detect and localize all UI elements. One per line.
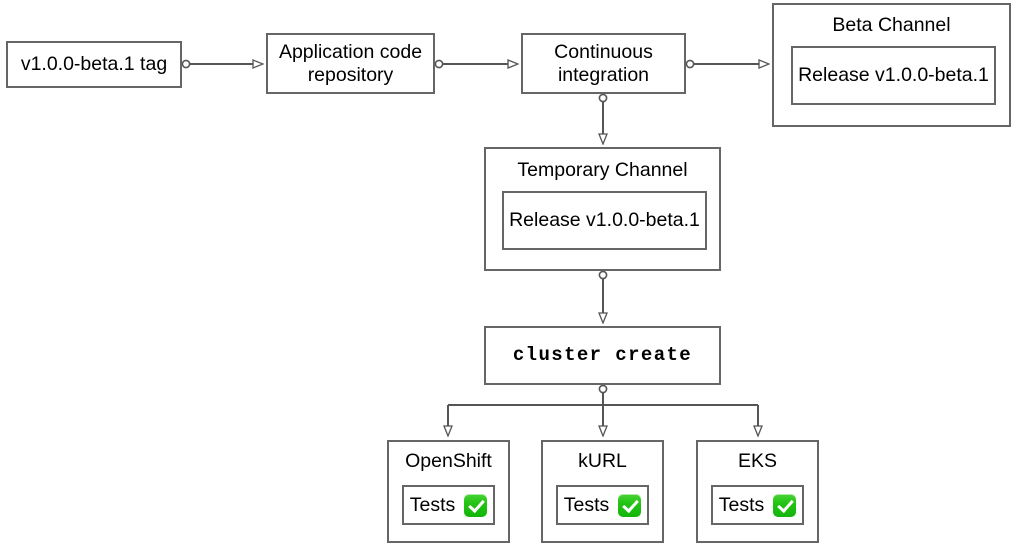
node-ci-label: Continuous integration — [554, 40, 653, 86]
node-tag[interactable]: v1.0.0-beta.1 tag — [6, 41, 182, 88]
kurl-tests-label: Tests — [563, 493, 610, 516]
eks-tests-box[interactable]: Tests — [711, 485, 804, 525]
eks-tests-label: Tests — [718, 493, 765, 516]
group-temporary-channel[interactable]: Temporary Channel Release v1.0.0-beta.1 — [484, 147, 721, 271]
group-temporary-channel-title: Temporary Channel — [517, 159, 688, 181]
node-continuous-integration[interactable]: Continuous integration — [521, 33, 686, 94]
edge-source-dot — [598, 384, 608, 394]
node-repo-label: Application code repository — [278, 40, 423, 86]
edge-source-dot — [181, 59, 191, 69]
group-beta-channel[interactable]: Beta Channel Release v1.0.0-beta.1 — [772, 3, 1011, 127]
edge-source-dot — [685, 59, 695, 69]
group-eks[interactable]: EKS Tests — [696, 440, 819, 543]
group-openshift[interactable]: OpenShift Tests — [387, 440, 510, 543]
check-mark-green-icon — [464, 493, 488, 517]
group-kurl[interactable]: kURL Tests — [541, 440, 664, 543]
edge-source-dot — [598, 93, 608, 103]
beta-channel-release-label: Release v1.0.0-beta.1 — [798, 64, 989, 86]
check-mark-green-icon — [773, 493, 797, 517]
group-eks-title: EKS — [737, 450, 778, 472]
node-tag-label: v1.0.0-beta.1 tag — [20, 53, 168, 75]
edge-source-dot — [598, 270, 608, 280]
check-mark-green-icon — [618, 493, 642, 517]
node-cluster-create-label: cluster create — [512, 344, 693, 367]
beta-channel-release-box[interactable]: Release v1.0.0-beta.1 — [791, 46, 996, 105]
openshift-tests-label: Tests — [409, 493, 456, 516]
group-beta-channel-title: Beta Channel — [832, 14, 951, 36]
kurl-tests-box[interactable]: Tests — [556, 485, 649, 525]
node-cluster-create[interactable]: cluster create — [484, 326, 721, 385]
temporary-channel-release-box[interactable]: Release v1.0.0-beta.1 — [502, 191, 707, 250]
node-application-code-repository[interactable]: Application code repository — [266, 33, 435, 94]
group-kurl-title: kURL — [578, 450, 627, 472]
edge-source-dot — [434, 59, 444, 69]
openshift-tests-box[interactable]: Tests — [402, 485, 495, 525]
group-openshift-title: OpenShift — [405, 450, 492, 472]
temporary-channel-release-label: Release v1.0.0-beta.1 — [509, 209, 700, 231]
